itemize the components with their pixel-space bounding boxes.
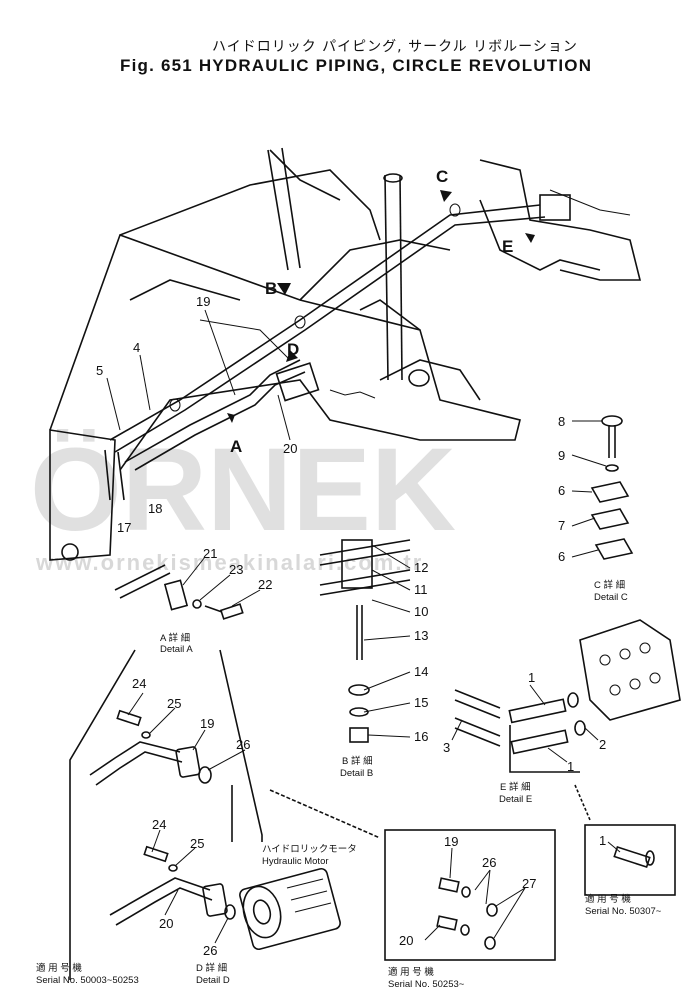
detail-e-serial-box	[584, 824, 676, 896]
callout-15: 15	[414, 695, 428, 710]
detail-serial-box	[384, 829, 556, 961]
callout-25-lower: 25	[190, 836, 204, 851]
callout-6b: 6	[558, 549, 565, 564]
watermark-brand: ÖRNEK	[30, 424, 456, 556]
detail-a-jp: A 詳 細	[160, 632, 190, 644]
callout-21: 21	[203, 546, 217, 561]
view-letter-c: C	[436, 167, 448, 186]
callout-8: 8	[558, 414, 565, 429]
detail-b-jp: B 詳 細	[342, 755, 373, 767]
callout-1-e-lower: 1	[567, 759, 574, 774]
detail-a-en: Detail A	[160, 644, 193, 655]
callout-3: 3	[443, 740, 450, 755]
detail-b-en: Detail B	[340, 768, 373, 779]
arrow-b-icon	[277, 283, 291, 295]
callout-26-lower: 26	[203, 943, 217, 958]
callout-25-upper: 25	[167, 696, 181, 711]
detail-c-en: Detail C	[594, 592, 628, 603]
detail-d-jp: D 詳 細	[196, 962, 227, 974]
detail-c	[571, 415, 634, 560]
callout-16: 16	[414, 729, 428, 744]
arrow-c-icon	[440, 190, 452, 202]
callout-13: 13	[414, 628, 428, 643]
serial-d-jp: 適 用 号 機	[36, 962, 82, 974]
callout-4: 4	[133, 340, 140, 355]
main-assembly	[49, 147, 642, 561]
callout-24-upper: 24	[132, 676, 146, 691]
detail-d	[69, 649, 341, 980]
detail-e-jp: E 詳 細	[500, 781, 531, 793]
serial-e-jp: 適 用 号 機	[585, 893, 631, 905]
japanese-title: ハイドロリック パイピング, サークル リボルーション	[212, 39, 578, 55]
view-letter-d: D	[287, 340, 299, 359]
callout-19-box: 19	[444, 834, 458, 849]
arrow-a-icon	[227, 413, 235, 423]
callout-20-box: 20	[399, 933, 413, 948]
linkage-chain	[269, 789, 381, 839]
view-arrows	[227, 190, 535, 423]
callout-17: 17	[117, 520, 131, 535]
callout-22: 22	[258, 577, 272, 592]
callout-12: 12	[414, 560, 428, 575]
detail-e-en: Detail E	[499, 794, 532, 805]
callout-11: 11	[414, 582, 428, 597]
detail-a	[114, 556, 261, 620]
figure-title: Fig. 651 HYDRAULIC PIPING, CIRCLE REVOLU…	[120, 56, 593, 75]
callout-5: 5	[96, 363, 103, 378]
callout-23: 23	[229, 562, 243, 577]
callout-26-box: 26	[482, 855, 496, 870]
callout-20-d: 20	[159, 916, 173, 931]
callout-14: 14	[414, 664, 428, 679]
view-letter-e: E	[502, 237, 513, 256]
callout-24-lower: 24	[152, 817, 166, 832]
detail-c-jp: C 詳 細	[594, 579, 625, 591]
detail-d-en: Detail D	[196, 975, 230, 986]
callout-9: 9	[558, 448, 565, 463]
view-letter-b: B	[265, 279, 277, 298]
callout-27-box: 27	[522, 876, 536, 891]
arrow-e-icon	[525, 233, 535, 243]
callout-1-serial: 1	[599, 833, 606, 848]
arrow-d-icon	[286, 350, 298, 362]
callout-6a: 6	[558, 483, 565, 498]
serial-box-jp: 適 用 号 機	[388, 966, 434, 978]
linkage-chain-e	[574, 784, 591, 821]
callout-19-d: 19	[200, 716, 214, 731]
callout-1-e-upper: 1	[528, 670, 535, 685]
motor-label-jp: ハイドロリックモータ	[262, 844, 357, 855]
watermark-url: www.ornekismeakinalari.com.tr	[35, 550, 423, 575]
detail-e	[451, 619, 681, 773]
serial-e-range: Serial No. 50307~	[585, 906, 662, 917]
detail-b	[319, 539, 411, 743]
callout-26-upper: 26	[236, 737, 250, 752]
serial-box-range: Serial No. 50253~	[388, 979, 465, 990]
serial-d-range: Serial No. 50003~50253	[36, 975, 139, 986]
callout-18: 18	[148, 501, 162, 516]
motor-label-en: Hydraulic Motor	[262, 856, 329, 867]
callout-7: 7	[558, 518, 565, 533]
callout-2: 2	[599, 737, 606, 752]
callout-10: 10	[414, 604, 428, 619]
callout-20-main: 20	[283, 441, 297, 456]
view-letter-a: A	[230, 437, 242, 456]
callout-19-main: 19	[196, 294, 210, 309]
